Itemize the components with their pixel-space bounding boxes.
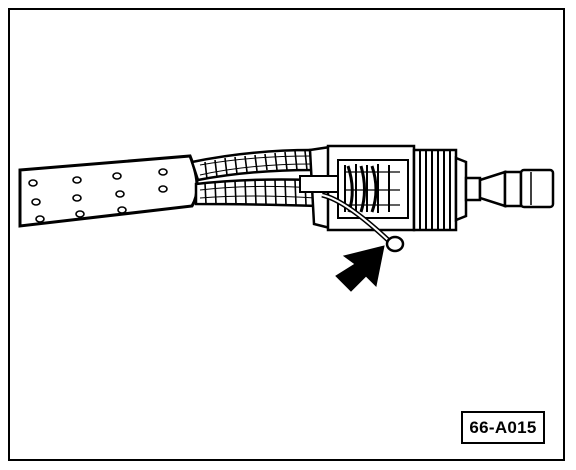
connector-housing: [299, 144, 416, 232]
pointer-arrow: [335, 245, 385, 292]
figure-frame: [8, 8, 565, 461]
wire-terminal: [321, 192, 405, 253]
corrugated-hose-upper: [190, 148, 314, 182]
outlet-nipple: [464, 168, 555, 209]
figure-code-label: 66-A015: [461, 411, 545, 444]
threaded-coupling-nut: [412, 148, 468, 232]
perforated-sleeve: [18, 154, 199, 228]
corrugated-hose-lower: [194, 178, 320, 208]
